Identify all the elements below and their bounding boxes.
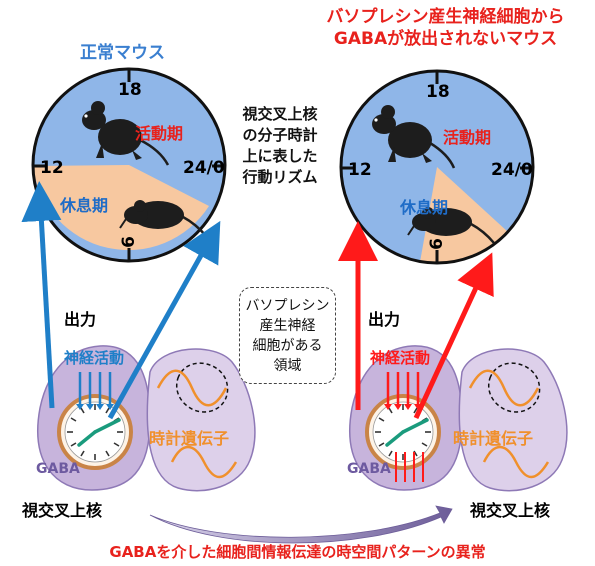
right-scn-right-lobe — [458, 348, 568, 492]
comparison-swoop-arrow — [149, 505, 453, 544]
left-output-label: 出力 — [64, 310, 97, 329]
left-clock-label-6: 6 — [118, 236, 139, 248]
left-output-arrows — [21, 181, 221, 420]
center-label-line-3: 上に表した — [242, 147, 318, 165]
vasopressin-region-note: バソプレシン 産生神経 細胞がある 領域 — [239, 287, 336, 384]
mouse-resting-icon-right — [407, 207, 495, 244]
right-gaba-label: GABA — [347, 461, 391, 477]
left-scn-label: 視交叉上核 — [22, 501, 103, 520]
left-neural-activity-label: 神経活動 — [64, 349, 125, 367]
note-line-3: 細胞がある — [252, 337, 323, 354]
left-clock-label-24: 24/0 — [183, 158, 225, 178]
mouse-active-icon-right — [372, 105, 456, 169]
bottom-caption: GABAを介した細胞間情報伝達の時空間パターンの異常 — [109, 543, 486, 561]
left-rest-label: 休息期 — [60, 196, 109, 215]
center-label-line-1: 視交叉上核 — [242, 105, 318, 123]
note-line-4: 領域 — [273, 357, 302, 374]
left-active-label: 活動期 — [135, 124, 184, 143]
left-gene-wave-top — [156, 369, 228, 407]
left-clock-label-12: 12 — [40, 158, 64, 178]
right-clock-gene-label: 時計遺伝子 — [453, 429, 534, 448]
mouse-active-icon — [82, 101, 170, 166]
right-title: バソプレシン産生神経細胞から GABAが放出されないマウス — [296, 6, 595, 50]
left-gaba-label: GABA — [36, 461, 80, 477]
right-neural-activity-label: 神経活動 — [370, 349, 431, 367]
right-output-label: 出力 — [368, 310, 401, 329]
right-neural-spikes — [386, 372, 420, 408]
left-clock-label-18: 18 — [118, 80, 142, 100]
center-label: 視交叉上核 の分子時計 上に表した 行動リズム — [226, 104, 334, 188]
center-label-line-4: 行動リズム — [242, 168, 318, 186]
right-clock-label-18: 18 — [426, 82, 450, 102]
right-clock-label-24: 24/0 — [491, 160, 533, 180]
left-clock-dial — [31, 67, 227, 263]
right-clock-label-6: 6 — [426, 238, 447, 250]
left-scn-right-lobe — [146, 348, 256, 492]
right-scn-label: 視交叉上核 — [470, 501, 551, 520]
right-clock-label-12: 12 — [348, 160, 372, 180]
note-line-1: バソプレシン — [245, 297, 330, 314]
left-clock-gene-label: 時計遺伝子 — [149, 429, 230, 448]
left-title: 正常マウス — [80, 43, 165, 63]
left-neural-spikes — [78, 372, 112, 408]
right-clock-dial — [339, 69, 535, 265]
left-gene-wave-bottom — [170, 445, 238, 479]
note-line-2: 産生神経 — [259, 317, 316, 334]
center-label-line-2: の分子時計 — [242, 126, 318, 144]
right-active-label: 活動期 — [443, 128, 492, 147]
left-rest-sector — [33, 165, 209, 251]
right-gaba-spikes — [395, 452, 424, 482]
right-title-line1: バソプレシン産生神経細胞から — [326, 7, 565, 27]
right-title-line2: GABAが放出されないマウス — [333, 29, 558, 49]
right-rest-label: 休息期 — [400, 198, 449, 217]
left-vasopressin-region — [175, 362, 229, 413]
right-vasopressin-region — [487, 362, 541, 413]
right-output-arrows — [338, 221, 494, 420]
